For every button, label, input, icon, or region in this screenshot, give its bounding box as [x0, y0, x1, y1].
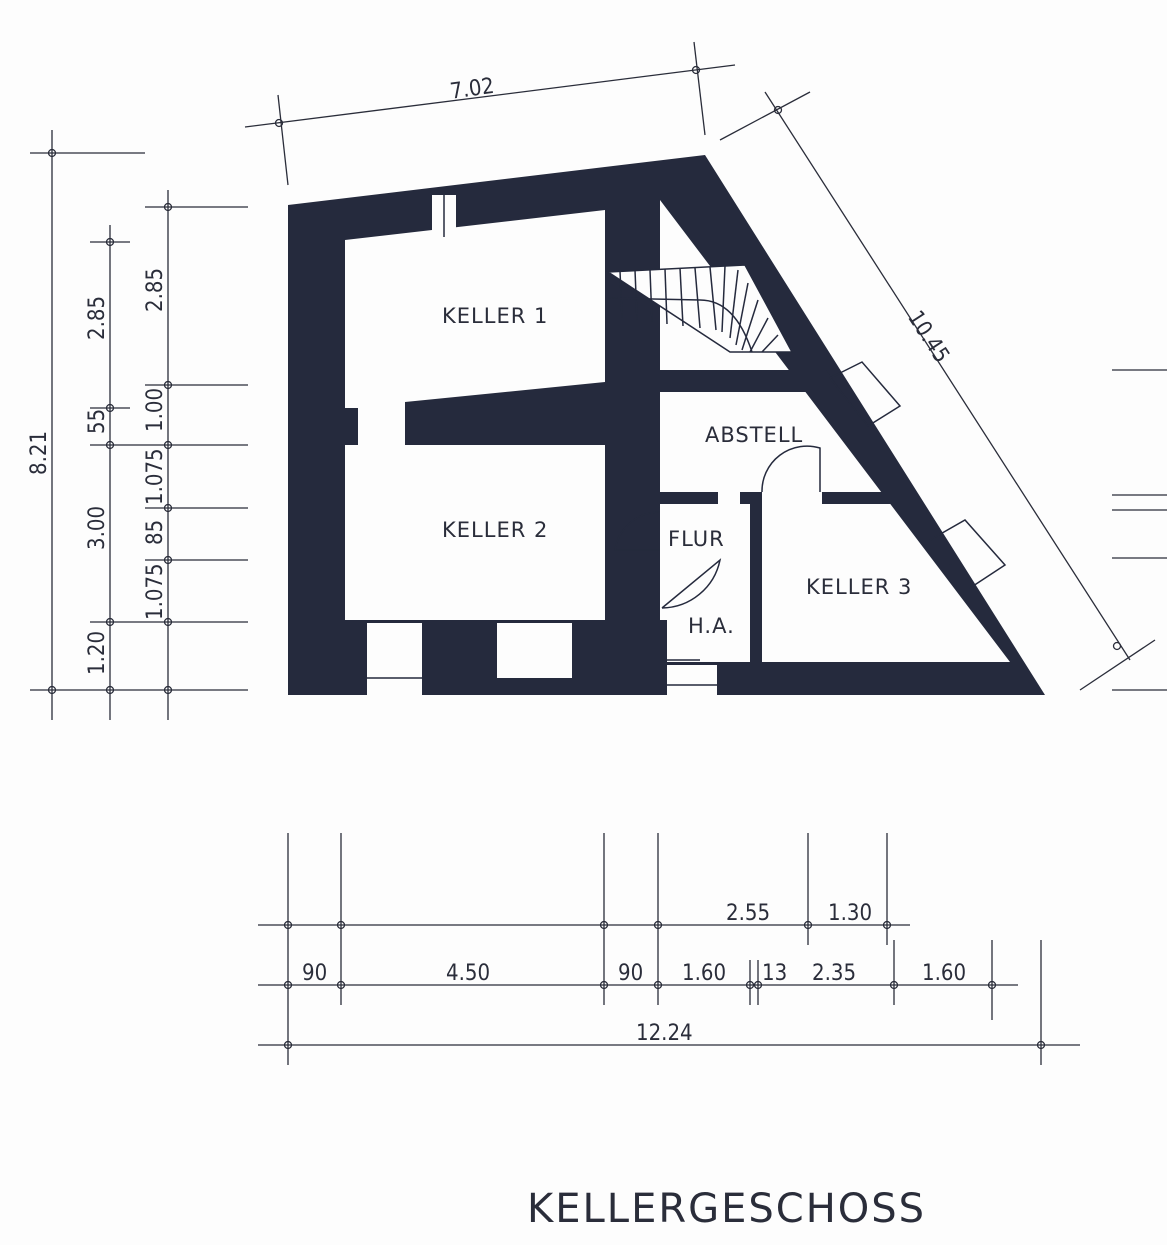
dim-bottom-r1-1: 1.30 [828, 901, 872, 926]
drawing-title: KELLERGESCHOSS [527, 1186, 926, 1232]
dim-left-a-1: 55 [85, 409, 110, 434]
abstell-top-wall [660, 370, 842, 392]
dim-left-a-0: 2.85 [85, 296, 110, 340]
walls [288, 155, 1045, 695]
dim-bottom-r2-0: 90 [302, 961, 327, 986]
dim-left-b-4: 1.075 [143, 563, 168, 620]
inner-wall-a [605, 370, 660, 512]
room-label-flur: FLUR [668, 527, 725, 551]
dim-left-a-2: 3.00 [85, 506, 110, 550]
dim-bottom-r2-2: 90 [618, 961, 643, 986]
window-bottom-left [367, 623, 422, 695]
bottom-wall-mid [422, 620, 497, 695]
dim-bottom-r2-6: 1.60 [922, 961, 966, 986]
dim-diagonal: 10.45 [902, 306, 954, 367]
abstell-wall-left [660, 492, 718, 504]
window-bottom-mid [497, 623, 572, 678]
bottom-wall-right [572, 620, 667, 695]
abstell-wall-mid [740, 492, 762, 504]
openings [367, 195, 1007, 695]
room-label-keller1: KELLER 1 [442, 304, 548, 328]
dimension-lines [30, 41, 1167, 1065]
room-label-keller3: KELLER 3 [806, 575, 912, 599]
room-label-abstell: ABSTELL [705, 423, 803, 447]
dim-left-b-1: 1.00 [143, 388, 168, 432]
dim-left-b-2: 1.075 [143, 448, 168, 505]
entry-door-gap [667, 665, 717, 695]
dim-bottom-r2-4: 13 [762, 961, 787, 986]
dim-bottom-r1-0: 2.55 [726, 901, 770, 926]
door-swings [614, 445, 821, 661]
dim-bottom-r2-5: 2.35 [812, 961, 856, 986]
left-stub-wall [345, 408, 358, 445]
staircase [605, 264, 794, 353]
dim-left-total: 8.21 [27, 431, 52, 475]
dim-left-b-0: 2.85 [143, 268, 168, 312]
divider-wall [405, 382, 605, 445]
dim-top: 7.02 [449, 74, 496, 105]
dim-bottom-r2-1: 4.50 [446, 961, 490, 986]
dim-left-b-3: 85 [143, 520, 168, 545]
dim-bottom-total: 12.24 [636, 1021, 693, 1046]
abstell-wall-right [822, 492, 910, 504]
dim-bottom-r2-3: 1.60 [682, 961, 726, 986]
keller3-partition [750, 504, 762, 664]
outer-wall [288, 155, 1045, 695]
room-label-ha: H.A. [688, 614, 735, 638]
dim-left-a-3: 1.20 [85, 631, 110, 675]
room-label-keller2: KELLER 2 [442, 518, 548, 542]
